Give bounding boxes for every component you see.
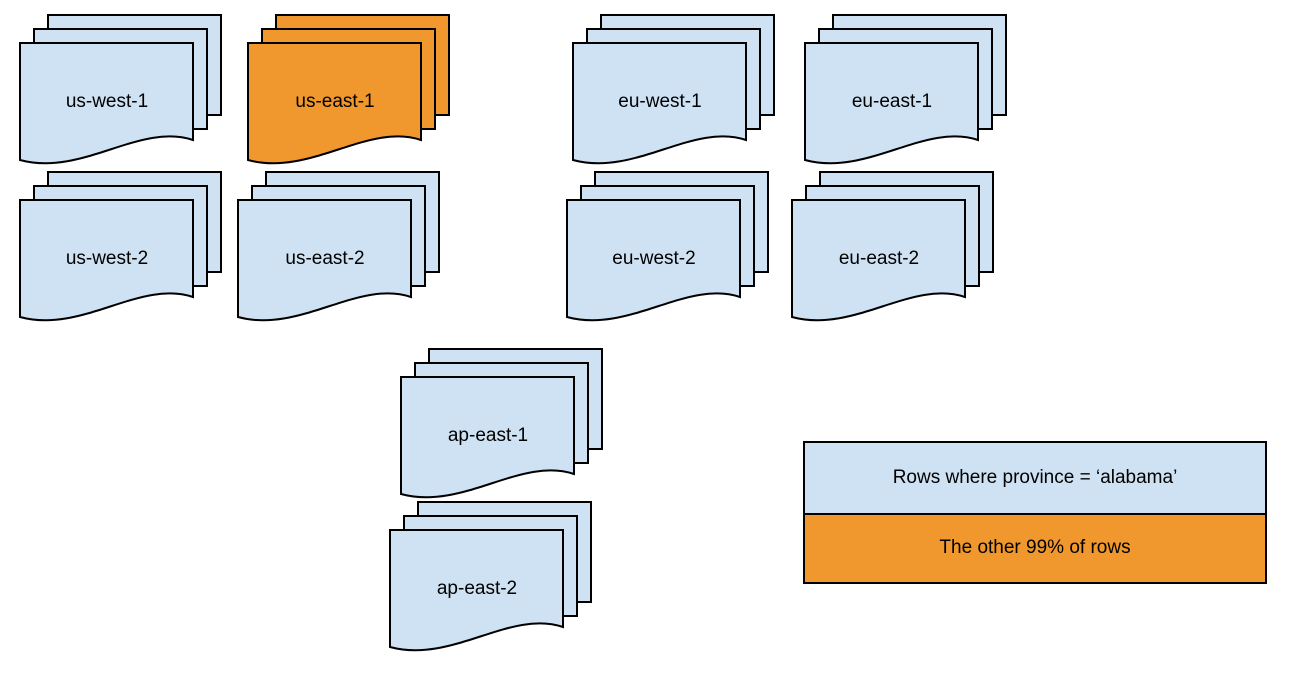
region-stack-eu-east-2: eu-east-2 bbox=[790, 171, 996, 329]
region-stack-eu-west-1: eu-west-1 bbox=[571, 14, 777, 172]
legend-item-alabama-rows: Rows where province = ‘alabama’ bbox=[805, 443, 1265, 513]
legend-item-label: Rows where province = ‘alabama’ bbox=[892, 466, 1178, 488]
region-stack-us-west-1: us-west-1 bbox=[18, 14, 224, 172]
region-stack-eu-west-2: eu-west-2 bbox=[565, 171, 771, 329]
region-stack-us-east-2: us-east-2 bbox=[236, 171, 442, 329]
document-stack-icon bbox=[804, 14, 1007, 165]
document-stack-icon bbox=[572, 14, 775, 165]
legend-item-other-rows: The other 99% of rows bbox=[805, 512, 1265, 582]
document-stack-icon bbox=[237, 171, 440, 322]
region-stack-us-east-1: us-east-1 bbox=[246, 14, 452, 172]
region-stack-eu-east-1: eu-east-1 bbox=[803, 14, 1009, 172]
region-stack-ap-east-1: ap-east-1 bbox=[399, 348, 605, 506]
document-stack-icon bbox=[400, 348, 603, 499]
document-stack-icon bbox=[19, 171, 222, 322]
document-stack-icon bbox=[389, 501, 592, 652]
region-stack-ap-east-2: ap-east-2 bbox=[388, 501, 594, 659]
document-stack-icon bbox=[791, 171, 994, 322]
legend-item-label: The other 99% of rows bbox=[939, 537, 1131, 559]
document-stack-icon bbox=[19, 14, 222, 165]
region-stack-us-west-2: us-west-2 bbox=[18, 171, 224, 329]
document-stack-icon bbox=[566, 171, 769, 322]
document-stack-icon bbox=[247, 14, 450, 165]
legend: Rows where province = ‘alabama’ The othe… bbox=[803, 441, 1267, 584]
